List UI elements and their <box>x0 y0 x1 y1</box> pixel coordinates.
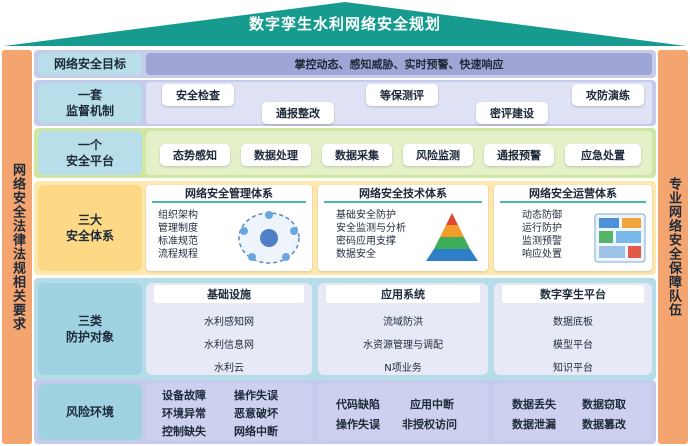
right-pillar-text: 专业网络安全保障队伍 <box>666 177 681 317</box>
page-title: 数字孪生水利网络安全规划 <box>248 14 441 33</box>
management-system-title: 网络安全管理体系 <box>152 185 306 203</box>
supervision-item: 通报整改 <box>262 102 334 124</box>
infrastructure-item: 水利感知网 <box>204 317 254 328</box>
operation-item: 响应处置 <box>522 249 562 260</box>
management-item: 管理制度 <box>158 223 198 234</box>
risk-label: 风险环境 <box>38 384 142 440</box>
risk-item: 网络中断 <box>234 425 278 438</box>
risk-item: 操作失误 <box>336 418 380 431</box>
operation-system-title: 网络安全运营体系 <box>500 185 646 203</box>
management-item: 流程规程 <box>158 249 198 260</box>
supervision-item: 安全检查 <box>162 84 234 106</box>
management-system-panel: 网络安全管理体系 组织架构 管理制度 标准规范 流程规程 <box>146 185 312 271</box>
operation-dashboard-icon <box>594 213 646 263</box>
security-pyramid-icon <box>426 213 478 261</box>
platform-label: 一个 安全平台 <box>38 131 142 175</box>
digital-twin-item: 数据底板 <box>553 317 593 328</box>
risk-panel-data: 数据丢失 数据窃取 数据泄漏 数据篡改 <box>494 383 652 441</box>
goal-text: 掌控动态、感知威胁、实时预警、快速响应 <box>146 53 652 75</box>
risk-item: 操作失误 <box>234 389 278 402</box>
infrastructure-title: 基础设施 <box>154 285 304 303</box>
management-item: 标准规范 <box>158 236 198 247</box>
technology-system-items: 基础安全防护 安全监测与分析 密码应用支撑 数据安全 <box>336 209 406 261</box>
operation-system-panel: 网络安全运营体系 动态防御 运行防护 监测预警 响应处置 <box>494 185 652 271</box>
application-title: 应用系统 <box>326 285 480 303</box>
technology-system-title: 网络安全技术体系 <box>324 185 482 203</box>
risk-item: 恶意破坏 <box>234 407 278 420</box>
digital-twin-panel: 数字孪生平台 数据底板 模型平台 知识平台 <box>494 283 652 375</box>
risk-panel-infrastructure: 设备故障 操作失误 环境异常 恶意破坏 控制缺失 网络中断 <box>146 383 312 441</box>
supervision-item: 密评建设 <box>476 102 548 124</box>
roof-banner <box>4 2 686 46</box>
technology-system-panel: 网络安全技术体系 基础安全防护 安全监测与分析 密码应用支撑 数据安全 <box>318 185 488 271</box>
goal-label: 网络安全目标 <box>38 53 142 75</box>
operation-item: 监测预警 <box>522 236 562 247</box>
supervision-item: 攻防演练 <box>572 84 644 106</box>
infrastructure-item: 水利信息网 <box>204 340 254 351</box>
left-pillar-text: 网络安全法律法规相关要求 <box>10 163 25 331</box>
systems-label: 三大 安全体系 <box>38 185 142 271</box>
supervision-label: 一套 监督机制 <box>38 83 142 123</box>
operation-system-items: 动态防御 运行防护 监测预警 响应处置 <box>522 209 562 261</box>
digital-twin-item: 模型平台 <box>553 340 593 351</box>
technology-item: 安全监测与分析 <box>336 223 406 234</box>
risk-panel-application: 代码缺陷 应用中断 操作失误 非授权访问 <box>318 383 488 441</box>
operation-item: 运行防护 <box>522 223 562 234</box>
technology-item: 密码应用支撑 <box>336 236 396 247</box>
platform-item: 风险监测 <box>403 144 473 166</box>
technology-item: 基础安全防护 <box>336 210 396 221</box>
digital-twin-title: 数字孪生平台 <box>502 285 644 303</box>
risk-item: 数据泄漏 <box>512 418 556 431</box>
digital-twin-item: 知识平台 <box>553 363 593 374</box>
management-cycle-icon <box>238 211 300 264</box>
risk-item: 数据篡改 <box>582 418 626 431</box>
left-pillar: 网络安全法律法规相关要求 <box>2 50 32 444</box>
infrastructure-item: 水利云 <box>214 363 244 374</box>
risk-item: 设备故障 <box>162 389 206 402</box>
infrastructure-panel: 基础设施 水利感知网 水利信息网 水利云 <box>146 283 312 375</box>
application-item: 水资源管理与调配 <box>363 340 443 351</box>
risk-item: 环境异常 <box>162 407 206 420</box>
platform-item: 应急处置 <box>565 144 641 166</box>
objects-label: 三类 防护对象 <box>38 283 142 375</box>
risk-item: 应用中断 <box>410 398 454 411</box>
platform-item: 数据采集 <box>322 144 392 166</box>
application-item: 流域防洪 <box>383 317 423 328</box>
risk-item: 数据窃取 <box>582 398 626 411</box>
application-panel: 应用系统 流域防洪 水资源管理与调配 N项业务 <box>318 283 488 375</box>
platform-item: 态势感知 <box>160 144 230 166</box>
supervision-item: 等保测评 <box>366 84 438 106</box>
risk-item: 代码缺陷 <box>336 398 380 411</box>
technology-item: 数据安全 <box>336 249 376 260</box>
application-item: N项业务 <box>384 363 422 374</box>
platform-item: 通报预警 <box>484 144 554 166</box>
operation-item: 动态防御 <box>522 210 562 221</box>
platform-item: 数据处理 <box>241 144 311 166</box>
risk-item: 控制缺失 <box>162 425 206 438</box>
management-system-items: 组织架构 管理制度 标准规范 流程规程 <box>158 209 198 261</box>
management-item: 组织架构 <box>158 210 198 221</box>
risk-item: 非授权访问 <box>402 418 457 431</box>
right-pillar: 专业网络安全保障队伍 <box>658 50 688 444</box>
risk-item: 数据丢失 <box>512 398 556 411</box>
